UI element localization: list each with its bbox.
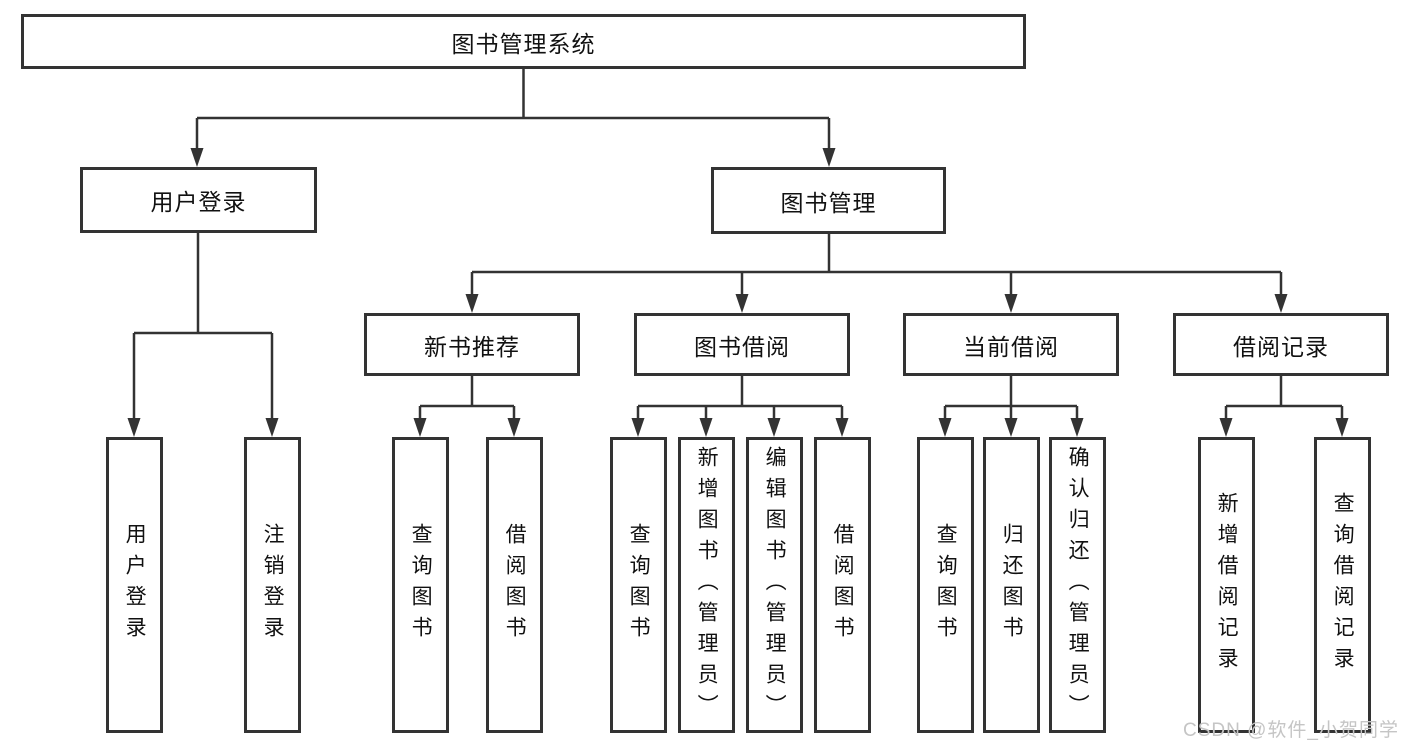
leaf-records-add-record: 新增借阅记录 (1197, 437, 1255, 733)
csdn-watermark: CSDN @软件_小贺同学 (1183, 720, 1399, 741)
leaf-records-query-record-label: 查询借阅记录 (1331, 492, 1355, 678)
node-user-login: 用户登录 (80, 167, 317, 233)
leaf-current-query-book-label: 查询图书 (934, 523, 958, 647)
connector-login-to-leaves (127, 233, 279, 437)
leaf-logout-label: 注销登录 (261, 523, 285, 647)
leaf-current-confirm-return-admin: 确认归还（管理员） (1048, 437, 1106, 733)
leaf-current-return-book: 归还图书 (982, 437, 1040, 733)
leaf-user-login-label: 用户登录 (123, 523, 147, 647)
connector-root-to-level2 (190, 69, 836, 167)
leaf-borrowing-add-book-admin: 新增图书（管理员） (677, 437, 735, 733)
leaf-user-login: 用户登录 (105, 437, 163, 733)
node-book-borrowing-label: 图书借阅 (694, 333, 790, 360)
node-book-management-label: 图书管理 (780, 189, 877, 216)
node-borrowing-records: 借阅记录 (1173, 313, 1389, 376)
connector-borrow-to-leaves (631, 376, 849, 437)
leaf-borrowing-borrow-book: 借阅图书 (813, 437, 871, 733)
leaf-newbook-borrow-book: 借阅图书 (485, 437, 543, 733)
leaf-newbook-query-book: 查询图书 (391, 437, 449, 733)
node-current-borrowing: 当前借阅 (903, 313, 1119, 376)
node-root-label: 图书管理系统 (451, 30, 596, 57)
connector-mgmt-to-level3 (465, 234, 1288, 313)
connector-newbook-to-leaves (413, 376, 521, 437)
node-book-management: 图书管理 (711, 167, 946, 234)
leaf-current-return-book-label: 归还图书 (1000, 523, 1024, 647)
connector-current-to-leaves (938, 376, 1084, 437)
leaf-borrowing-edit-book-admin: 编辑图书（管理员） (745, 437, 803, 733)
leaf-borrowing-add-book-admin-label: 新增图书（管理员） (695, 445, 719, 725)
leaf-borrowing-edit-book-admin-label: 编辑图书（管理员） (763, 445, 787, 725)
node-root-system: 图书管理系统 (21, 14, 1026, 69)
leaf-newbook-query-book-label: 查询图书 (409, 523, 433, 647)
leaf-current-confirm-return-admin-label: 确认归还（管理员） (1066, 445, 1090, 725)
leaf-borrowing-query-book-label: 查询图书 (627, 523, 651, 647)
node-book-borrowing: 图书借阅 (634, 313, 850, 376)
node-user-login-label: 用户登录 (150, 189, 247, 215)
node-borrowing-records-label: 借阅记录 (1233, 333, 1329, 360)
node-current-borrowing-label: 当前借阅 (963, 333, 1059, 360)
leaf-logout: 注销登录 (243, 437, 301, 733)
leaf-records-add-record-label: 新增借阅记录 (1215, 492, 1239, 678)
node-new-book-recommendation: 新书推荐 (364, 313, 580, 376)
leaf-current-query-book: 查询图书 (916, 437, 974, 733)
connector-records-to-leaves (1219, 376, 1349, 437)
leaf-records-query-record: 查询借阅记录 (1313, 437, 1371, 733)
leaf-borrowing-query-book: 查询图书 (609, 437, 667, 733)
leaf-newbook-borrow-book-label: 借阅图书 (503, 523, 527, 647)
node-new-book-recommendation-label: 新书推荐 (424, 333, 520, 360)
leaf-borrowing-borrow-book-label: 借阅图书 (831, 523, 855, 647)
